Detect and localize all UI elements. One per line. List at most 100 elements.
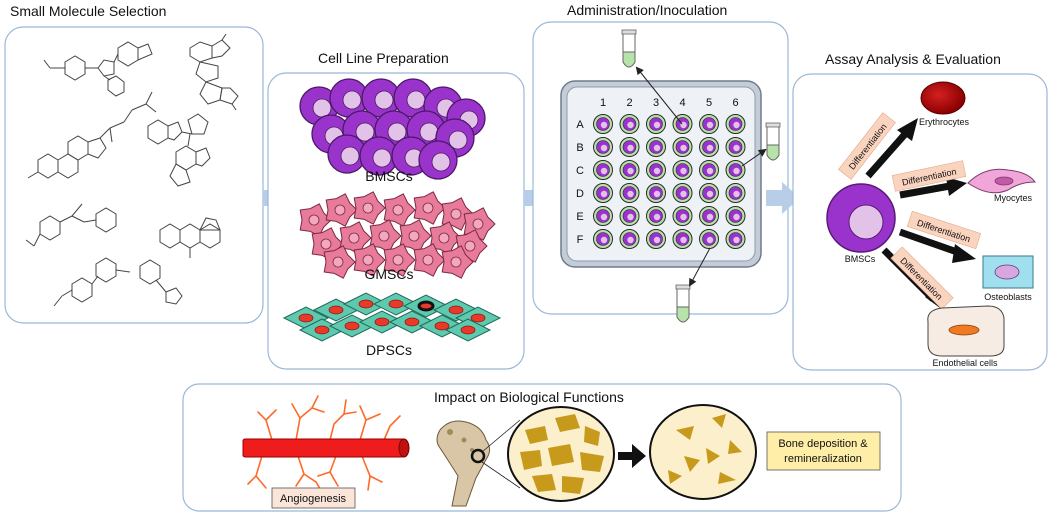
- bmsc-center-nucleus: [848, 204, 884, 240]
- plate-row-label: D: [576, 188, 584, 200]
- tube-top-arrow: [635, 66, 683, 125]
- bmsc-nucleus: [372, 148, 392, 168]
- dpsc-nucleus: [344, 321, 360, 331]
- bmsc-nucleus: [419, 122, 439, 142]
- myocyte-nucleus: [994, 176, 1014, 186]
- molecule-4: [147, 113, 211, 187]
- gmsc-nucleus: [422, 254, 434, 266]
- dpsc-nucleus: [358, 299, 374, 309]
- arrow-to-myocytes: [899, 182, 951, 199]
- dpsc-nucleus: [388, 299, 404, 309]
- flow-arrow-3: [766, 182, 800, 214]
- molecule-panel: [4, 26, 264, 324]
- gmsc-nucleus: [334, 204, 346, 216]
- gmsc-nucleus: [450, 208, 462, 220]
- plate-row-label: B: [576, 142, 583, 154]
- angiogenesis-box: [271, 487, 356, 509]
- plate-well-nucleus: [680, 213, 687, 221]
- plate-column-label: 3: [653, 97, 659, 109]
- plate-column-label: 4: [679, 97, 685, 109]
- gmsc-nucleus: [332, 256, 344, 268]
- assay-panel-title: Assay Analysis & Evaluation: [825, 51, 1001, 67]
- impact-panel-title: Impact on Biological Functions: [434, 389, 624, 405]
- dpsc-nucleus: [448, 305, 464, 315]
- plate-well-nucleus: [627, 167, 634, 175]
- molecule-7: [53, 257, 183, 307]
- plate-well-nucleus: [600, 213, 608, 221]
- plate-well-nucleus: [600, 167, 608, 175]
- plate-row-label: A: [576, 119, 584, 131]
- bmsc-center-label: BMSCs: [845, 254, 876, 264]
- plate-column-label: 6: [732, 97, 738, 109]
- bmsc-nucleus: [355, 122, 375, 142]
- arrow-to-erythrocytes: [865, 130, 909, 179]
- blood-vessel: [242, 438, 405, 458]
- tube-right: [765, 122, 781, 161]
- bmsc-nucleus: [340, 146, 360, 166]
- gmsc-cluster: [299, 191, 496, 279]
- blood-vessel-end: [398, 438, 410, 458]
- tube-right-arrow: [741, 148, 767, 167]
- bmsc-nucleus: [431, 152, 451, 172]
- dpsc-nucleus: [298, 313, 314, 323]
- molecule-2: [189, 33, 239, 111]
- myocytes-label: Myocytes: [994, 193, 1033, 203]
- gmsc-nucleus: [450, 256, 462, 268]
- plate-well-nucleus: [600, 236, 608, 244]
- dpsc-nucleus: [434, 321, 450, 331]
- bmsc-label: BMSCs: [365, 168, 412, 184]
- erythrocyte-cell: [920, 81, 966, 115]
- gmsc-nucleus: [464, 240, 476, 252]
- plate-well-nucleus: [653, 190, 661, 198]
- dpsc-nucleus: [460, 325, 476, 335]
- plate-well-nucleus: [680, 236, 687, 244]
- femur-zoom-marker: [470, 448, 486, 464]
- tube-bottom-arrow: [689, 247, 711, 287]
- bmsc-cluster: [299, 78, 486, 180]
- dpsc-nucleus: [314, 325, 330, 335]
- bmsc-nucleus: [387, 122, 407, 142]
- plate-well-nucleus: [627, 121, 634, 129]
- molecule-panel-title: Small Molecule Selection: [10, 3, 166, 19]
- gmsc-label: GMSCs: [365, 266, 414, 282]
- osteoblast-nucleus: [994, 264, 1020, 280]
- bone-fragments-after: [668, 414, 742, 484]
- plate-well-nucleus: [680, 144, 687, 152]
- admin-panel-title: Administration/Inoculation: [567, 2, 727, 18]
- molecule-6: [159, 217, 221, 258]
- femur-bone: [436, 420, 491, 507]
- molecule-structures: [25, 33, 239, 307]
- plate-well-nucleus: [653, 236, 661, 244]
- cells-panel-title: Cell Line Preparation: [318, 50, 449, 66]
- bmsc-nucleus: [374, 90, 394, 110]
- plate-well-nucleus: [733, 121, 740, 129]
- plate-well-nucleus: [733, 190, 740, 198]
- plate-column-label: 5: [706, 97, 712, 109]
- arrow-head-osteoblasts: [952, 244, 976, 263]
- plate-row-label: E: [576, 211, 583, 223]
- dpsc-nucleus: [470, 313, 486, 323]
- plate-well-nucleus: [680, 167, 687, 175]
- molecule-5: [25, 203, 117, 247]
- erythrocytes-label: Erythrocytes: [919, 117, 970, 127]
- bmsc-nucleus: [448, 130, 468, 150]
- plate-wells: [593, 114, 746, 249]
- plate-well-nucleus: [653, 167, 661, 175]
- blood-vessel-network: [247, 395, 401, 493]
- plate-well-nucleus: [653, 213, 661, 221]
- plate-well-nucleus: [600, 121, 608, 129]
- plate-well-nucleus: [706, 190, 714, 198]
- plate-well-nucleus: [627, 236, 634, 244]
- bone-fragments-before: [520, 414, 604, 494]
- plate-well-nucleus: [733, 236, 740, 244]
- gmsc-nucleus: [392, 254, 404, 266]
- plate-well-nucleus: [653, 144, 661, 152]
- plate-row-label: C: [576, 165, 584, 177]
- plate-well-nucleus: [600, 190, 608, 198]
- osteoblasts-label: Osteoblasts: [984, 292, 1032, 302]
- bone-deposition-line1: Bone deposition &: [778, 438, 868, 450]
- gmsc-nucleus: [362, 254, 374, 266]
- plate-row-label: F: [577, 234, 584, 246]
